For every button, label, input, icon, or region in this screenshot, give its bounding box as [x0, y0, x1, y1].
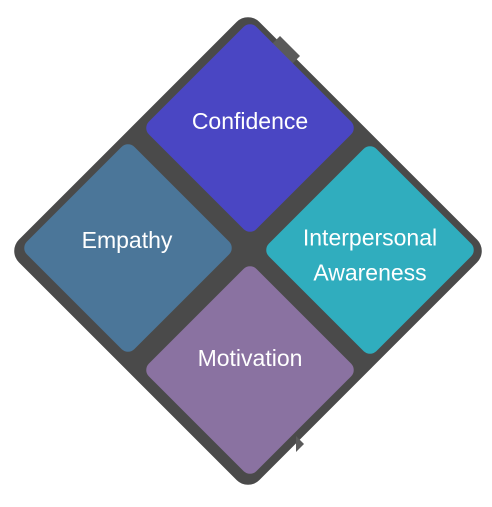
tile-motivation-shape — [146, 266, 354, 474]
tile-interpersonal-awareness-shape — [266, 146, 474, 354]
tile-empathy-label-line: Empathy — [82, 227, 173, 253]
tile-motivation-label-line: Motivation — [198, 345, 303, 371]
tile-interpersonal-awareness-label-line: Interpersonal — [303, 225, 437, 251]
tile-confidence-label: Confidence — [192, 108, 308, 134]
tile-empathy-shape — [24, 144, 232, 352]
tile-confidence-shape — [146, 24, 354, 232]
tile-empathy: Empathy — [24, 144, 232, 352]
frame-tab-top-right — [272, 36, 300, 64]
diagram-frame — [14, 17, 482, 485]
tile-motivation-label: Motivation — [198, 345, 303, 371]
tile-motivation: Motivation — [146, 266, 354, 474]
frame-tab-bottom-right — [296, 436, 304, 452]
tile-empathy-label: Empathy — [82, 227, 173, 253]
tile-confidence-label-line: Confidence — [192, 108, 308, 134]
tile-interpersonal-awareness-label-line: Awareness — [313, 260, 426, 286]
tile-confidence: Confidence — [146, 24, 354, 232]
